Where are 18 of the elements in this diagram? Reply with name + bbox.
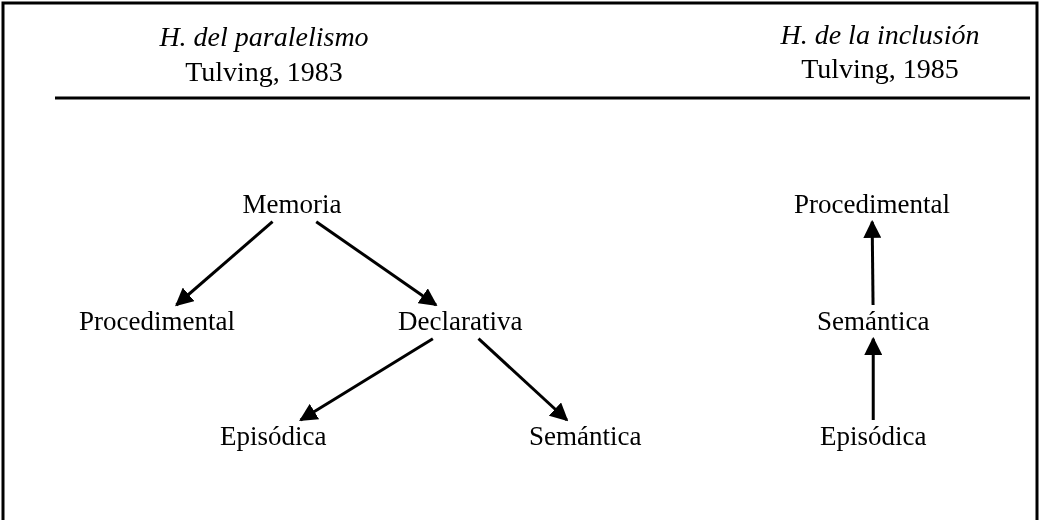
node-label: Declarativa: [394, 305, 527, 339]
node-label: Semántica: [813, 305, 934, 339]
hypothesis-title: H. del paralelismo: [159, 21, 369, 53]
hypothesis-title: H. de la inclusión: [780, 19, 980, 51]
arrow: [864, 336, 883, 420]
node-label: Episódica: [216, 420, 331, 454]
arrow: [175, 220, 274, 307]
node-label: Procedimental: [790, 188, 954, 222]
node-label: Procedimental: [75, 305, 239, 339]
node-label: Semántica: [525, 420, 646, 454]
node-label: Memoria: [238, 188, 346, 222]
node-label: Episódica: [816, 420, 931, 454]
arrow: [477, 337, 569, 422]
arrow: [315, 220, 438, 307]
citation: Tulving, 1983: [185, 56, 343, 88]
arrow: [863, 219, 882, 305]
citation: Tulving, 1985: [801, 53, 959, 85]
arrow: [299, 337, 434, 422]
